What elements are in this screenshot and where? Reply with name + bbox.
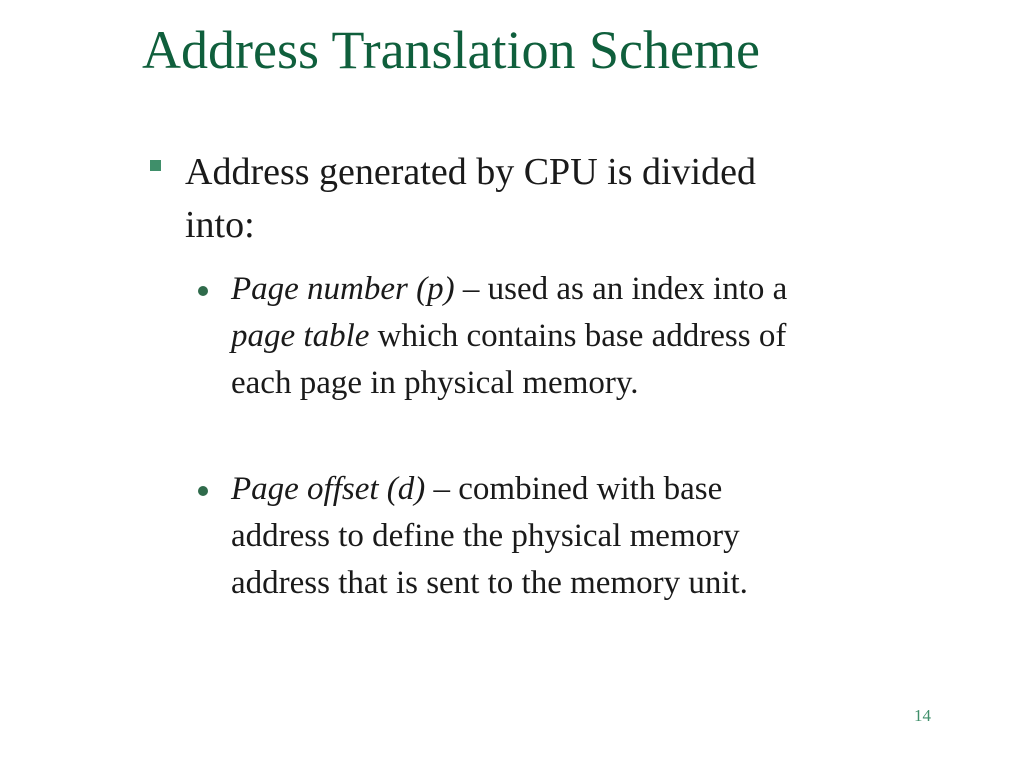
sub-bullet-text: Page offset (d) – combined with base add… [231, 466, 921, 607]
dash: – [454, 271, 488, 307]
description-part-1: combined with base [458, 471, 723, 507]
description-part-2: address to define the physical memory [231, 518, 740, 554]
main-bullet-line-1: Address generated by CPU is divided [185, 151, 756, 193]
round-bullet-icon [198, 486, 208, 496]
main-bullet-line-2: into: [185, 204, 255, 246]
main-bullet-text: Address generated by CPU is divided into… [185, 146, 885, 252]
page-number: 14 [914, 706, 931, 725]
term-page-number: Page number (p) [231, 271, 455, 307]
sub-bullet-text: Page number (p) – used as an index into … [231, 266, 921, 407]
round-bullet-icon [198, 286, 208, 296]
description-part-1: used as an index into a [487, 271, 788, 307]
slide-title: Address Translation Scheme [142, 20, 760, 80]
term-page-table: page table [231, 318, 370, 354]
square-bullet-icon [150, 160, 161, 171]
term-page-offset: Page offset (d) [231, 471, 426, 507]
description-part-3: address that is sent to the memory unit. [231, 565, 748, 601]
description-part-2: which contains base address of [369, 318, 787, 354]
dash: – [425, 471, 459, 507]
description-part-3: each page in physical memory. [231, 365, 639, 401]
